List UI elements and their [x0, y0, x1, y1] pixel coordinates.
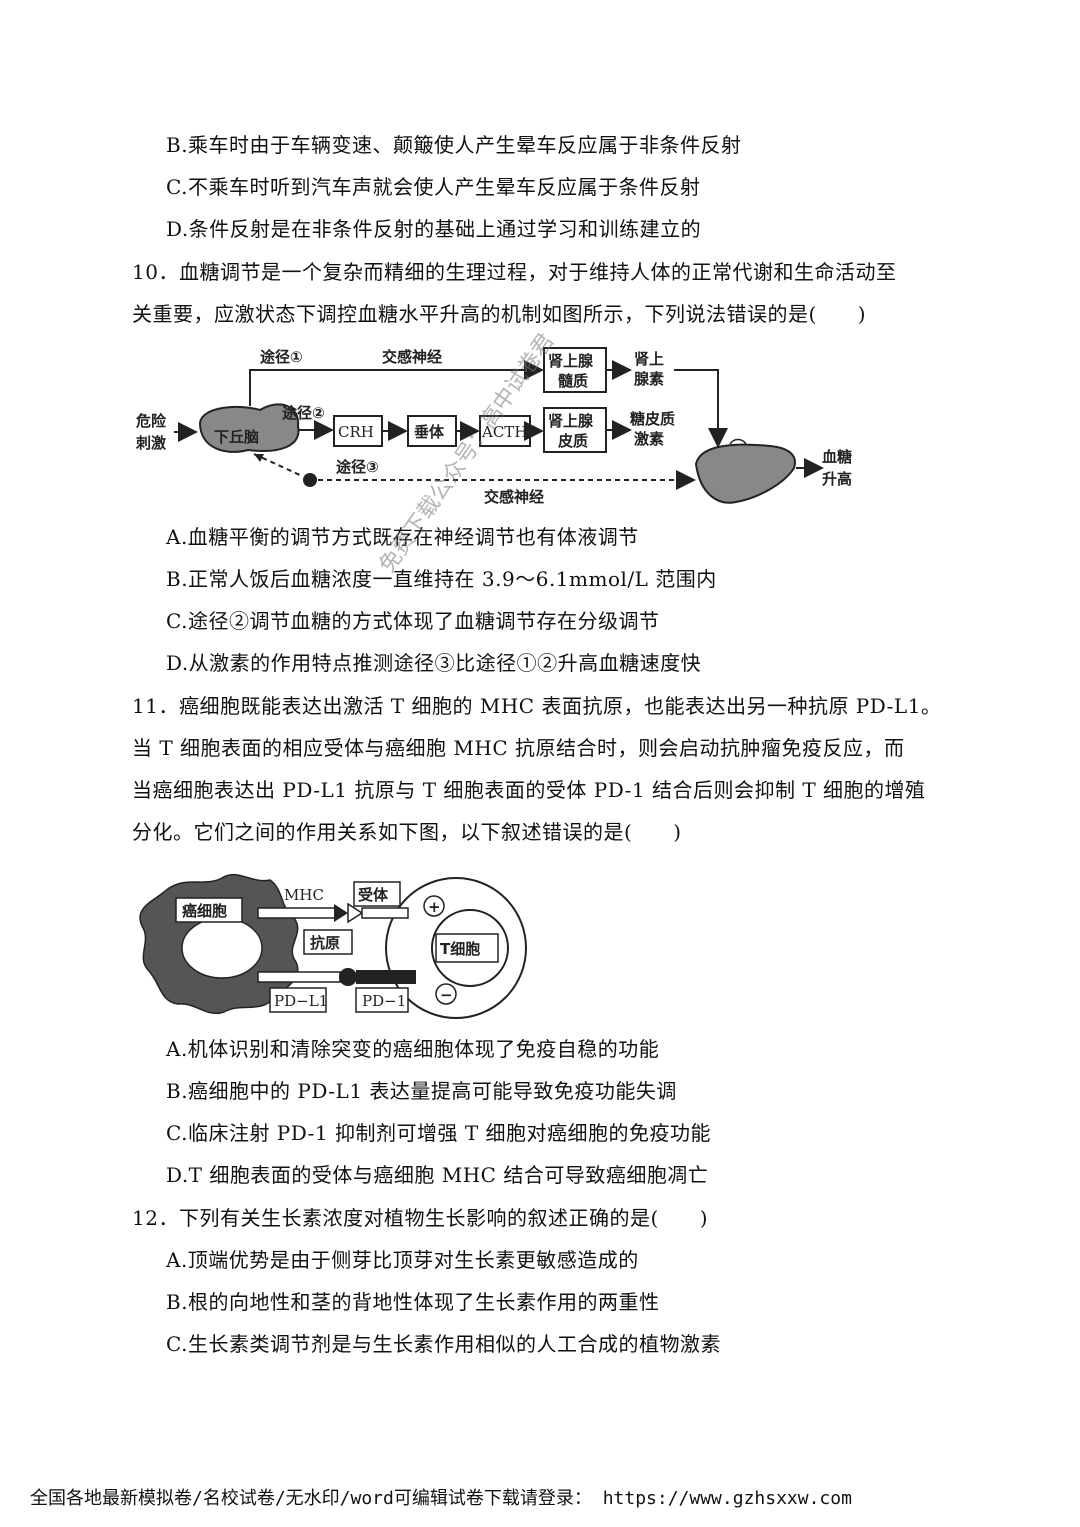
blood-glucose-regulation-diagram: 危险 刺激 下丘脑 途径① 交感神经 肾上腺 髓质 肾上 腺素 途径② CRH … [136, 347, 852, 506]
q10-option-b: B.正常人饭后血糖浓度一直维持在 3.9～6.1mmol/L 范围内 [166, 567, 717, 591]
q10-option-d: D.从激素的作用特点推测途径③比途径①②升高血糖速度快 [166, 651, 702, 675]
cancer-t-cell-diagram: 癌细胞 T细胞 MHC 受体 抗原 + PD−L1 PD−1 − [139, 873, 527, 1019]
path2-label: 途径② [282, 404, 325, 422]
result-label-2: 升高 [822, 470, 852, 488]
q11-option-d: D.T 细胞表面的受体与癌细胞 MHC 结合可导致癌细胞凋亡 [166, 1163, 709, 1187]
glucocorticoid-label-1: 糖皮质 [630, 410, 675, 428]
q10-option-c: C.途径②调节血糖的方式体现了血糖调节存在分级调节 [166, 609, 660, 633]
pd-1-label: PD−1 [362, 992, 406, 1010]
adrenaline-label-2: 腺素 [634, 370, 664, 388]
sympathetic-bottom-label: 交感神经 [484, 488, 544, 506]
hypothalamus-shape [198, 403, 300, 453]
q10-stem-line2: 关重要，应激状态下调控血糖水平升高的机制如图所示，下列说法错误的是( ) [132, 302, 867, 326]
liver-icon [694, 443, 796, 504]
sympathetic-top-label: 交感神经 [382, 348, 442, 366]
receptor-label: 受体 [358, 886, 389, 904]
q11-option-a: A.机体识别和清除突变的癌细胞体现了免疫自稳的功能 [166, 1037, 660, 1061]
adrenal-cortex-label-1: 肾上腺 [548, 412, 594, 430]
q11-stem-line4: 分化。它们之间的作用关系如下图，以下叙述错误的是( ) [132, 820, 682, 844]
adrenal-medulla-label-2: 髓质 [558, 372, 588, 390]
q11-stem-line1: 11．癌细胞既能表达出激活 T 细胞的 MHC 表面抗原，也能表达出另一种抗原 … [132, 694, 942, 718]
adrenal-cortex-label-2: 皮质 [558, 432, 588, 450]
path3-node [303, 473, 317, 487]
mhc-label: MHC [284, 886, 324, 904]
acth-box [479, 415, 531, 447]
path3-label: 途径③ [336, 458, 379, 476]
minus-label: − [440, 986, 453, 1004]
cancer-cell-label: 癌细胞 [182, 902, 227, 920]
pituitary-label: 垂体 [414, 423, 445, 441]
q12-stem: 12．下列有关生长素浓度对植物生长影响的叙述正确的是( ) [132, 1206, 709, 1230]
t-cell-label: T细胞 [440, 940, 480, 958]
q11-stem-line2: 当 T 细胞表面的相应受体与癌细胞 MHC 抗原结合时，则会启动抗肿瘤免疫反应，… [132, 736, 905, 760]
stimulus-label-1: 危险 [136, 412, 167, 430]
inhibition-minus-icon [435, 983, 457, 1005]
pd-l1-label: PD−L1 [274, 992, 328, 1010]
q9-option-d: D.条件反射是在非条件反射的基础上通过学习和训练建立的 [166, 217, 702, 241]
q12-option-b: B.根的向地性和茎的背地性体现了生长素作用的两重性 [166, 1290, 660, 1314]
crh-box [333, 415, 383, 447]
q12-option-a: A.顶端优势是由于侧芽比顶芽对生长素更敏感造成的 [166, 1248, 639, 1272]
antigen-label: 抗原 [310, 934, 340, 952]
q11-option-c: C.临床注射 PD-1 抑制剂可增强 T 细胞对癌细胞的免疫功能 [166, 1121, 712, 1145]
adrenal-medulla-label-1: 肾上腺 [548, 352, 594, 370]
activation-plus-icon [423, 895, 445, 917]
adrenal-medulla-box [543, 347, 607, 393]
q9-option-b: B.乘车时由于车辆变速、颠簸使人产生晕车反应属于非条件反射 [166, 133, 742, 157]
result-label-1: 血糖 [822, 448, 852, 466]
path1-label: 途径① [260, 348, 303, 366]
stimulus-label-2: 刺激 [136, 434, 167, 452]
crh-label: CRH [338, 423, 374, 441]
plus-label: + [428, 898, 441, 916]
q11-stem-line3: 当癌细胞表达出 PD-L1 抗原与 T 细胞表面的受体 PD-1 结合后则会抑制… [132, 778, 926, 802]
glucocorticoid-label-2: 激素 [634, 430, 664, 448]
q11-option-b: B.癌细胞中的 PD-L1 表达量提高可能导致免疫功能失调 [166, 1079, 677, 1103]
q9-option-c: C.不乘车时听到汽车声就会使人产生晕车反应属于条件反射 [166, 175, 701, 199]
q10-stem-line1: 10．血糖调节是一个复杂而精细的生理过程，对于维持人体的正常代谢和生命活动至 [132, 260, 897, 284]
q10-option-a: A.血糖平衡的调节方式既存在神经调节也有体液调节 [166, 525, 639, 549]
adrenaline-label-1: 肾上 [634, 350, 664, 368]
footer-download-note: 全国各地最新模拟卷/名校试卷/无水印/word可编辑试卷下载请登录： https… [30, 1488, 852, 1509]
cancer-cell-nucleus [181, 917, 263, 979]
hypothalamus-label: 下丘脑 [214, 428, 259, 446]
acth-label: ACTH [481, 423, 527, 441]
q12-option-c: C.生长素类调节剂是与生长素作用相似的人工合成的植物激素 [166, 1332, 721, 1356]
